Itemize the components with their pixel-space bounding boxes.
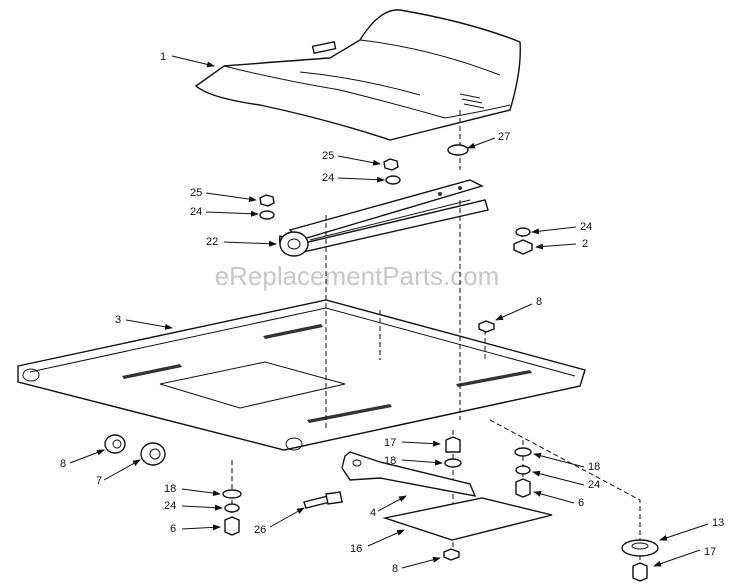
slide-bracket-part [279, 179, 489, 257]
callout-13: 13 [712, 517, 724, 529]
callout-17: 17 [384, 437, 396, 449]
callout-16: 16 [350, 543, 362, 555]
callout-17: 17 [704, 546, 716, 558]
callout-25: 25 [190, 187, 202, 199]
callout-8: 8 [392, 563, 398, 575]
hardware-parts [104, 144, 659, 582]
callout-18: 18 [164, 483, 176, 495]
callout-25: 25 [322, 150, 334, 162]
callout-6: 6 [170, 523, 176, 535]
callout-labels: 1 27 25 24 25 24 22 24 2 3 8 8 7 17 18 1… [60, 51, 724, 575]
callout-8: 8 [60, 458, 66, 470]
callout-3: 3 [115, 314, 121, 326]
callout-8: 8 [536, 296, 542, 308]
callout-7: 7 [96, 475, 102, 487]
callout-24: 24 [190, 206, 202, 218]
callout-22: 22 [206, 236, 218, 248]
callout-6: 6 [578, 497, 584, 509]
leader-lines [69, 55, 709, 569]
callout-24: 24 [588, 479, 600, 491]
callout-24: 24 [580, 221, 592, 233]
callout-18: 18 [588, 461, 600, 473]
callout-24: 24 [322, 172, 334, 184]
callout-27: 27 [498, 131, 510, 143]
callout-24: 24 [164, 500, 176, 512]
callout-4: 4 [370, 507, 376, 519]
callout-1: 1 [160, 51, 166, 63]
seat-part [194, 9, 521, 141]
watermark: eReplacementParts.com [215, 261, 500, 291]
callout-2: 2 [582, 238, 588, 250]
base-plate-part [17, 299, 586, 451]
callout-18: 18 [384, 455, 396, 467]
callout-26: 26 [254, 524, 266, 536]
